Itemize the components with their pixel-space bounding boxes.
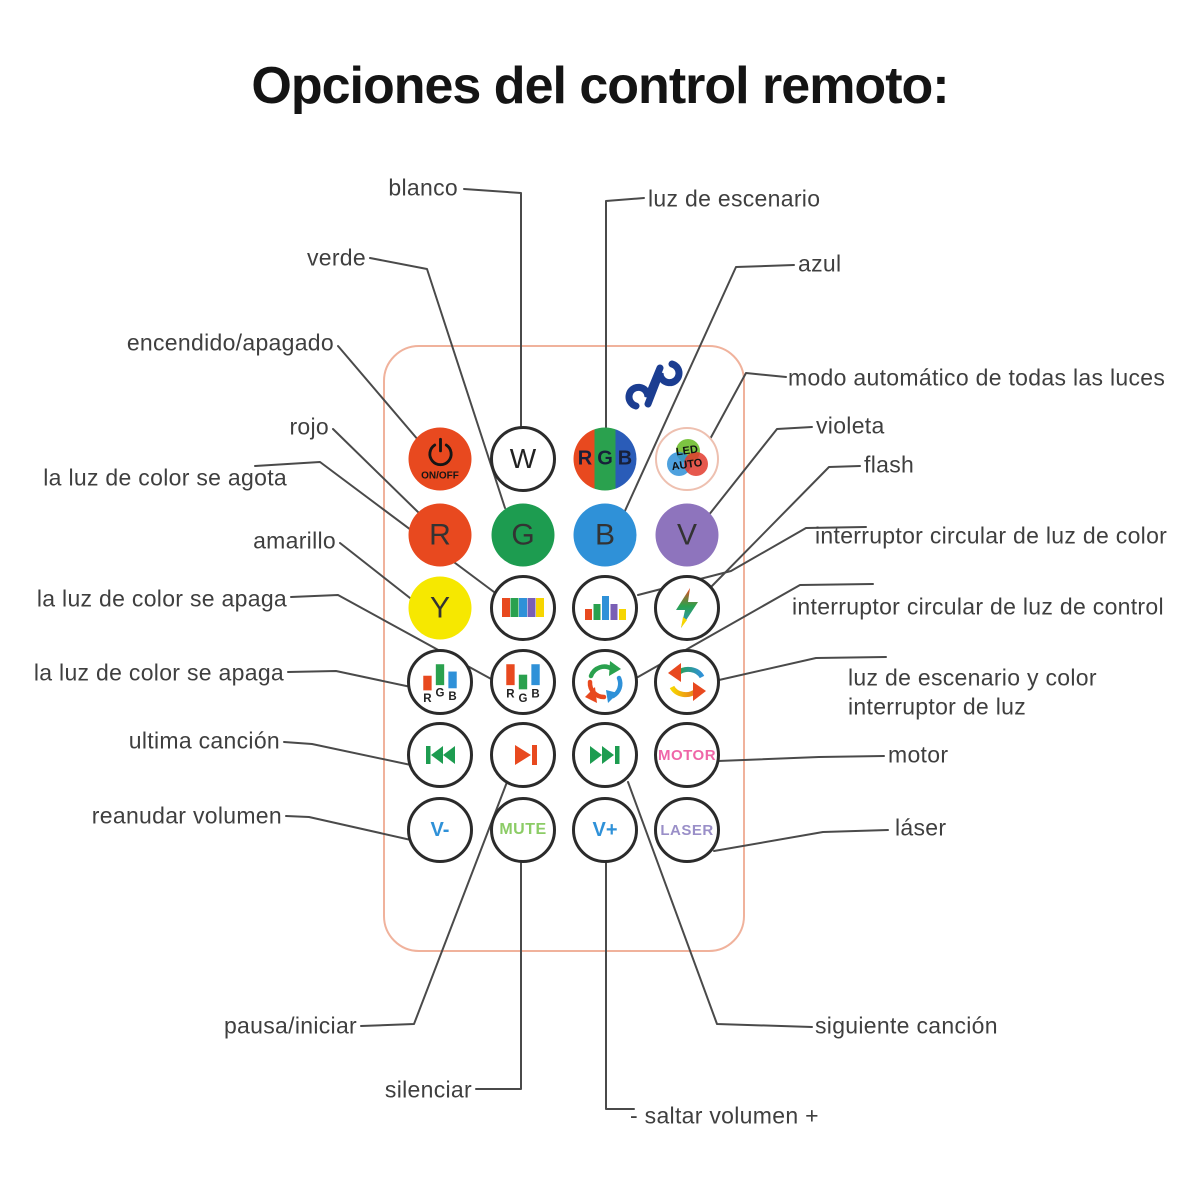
volume-up-label: V+	[592, 818, 618, 841]
next-track-icon	[590, 746, 620, 764]
power-button[interactable]: ON/OFF	[408, 427, 472, 491]
mute-button-label: MUTE	[499, 821, 547, 838]
page-title: Opciones del control remoto:	[251, 57, 949, 115]
white-button-label: W	[509, 443, 537, 474]
rgb-button-label: RGB	[577, 447, 638, 470]
led-auto-button[interactable]: LED AUTO	[655, 427, 719, 491]
power-icon	[427, 437, 453, 466]
blue-button-label: B	[594, 518, 615, 551]
play-pause-icon	[515, 745, 537, 765]
flash-icon	[676, 588, 698, 628]
volume-up-button[interactable]: V+	[572, 797, 638, 863]
motor-button[interactable]: MOTOR	[654, 722, 720, 788]
violet-button-label: V	[676, 518, 697, 551]
led-auto-icon	[667, 439, 708, 476]
callout-luz-escenario-color: luz de escenario y color	[848, 664, 1097, 691]
svg-text:R: R	[506, 689, 515, 701]
yellow-button-label: Y	[429, 591, 450, 624]
callout-flash: flash	[864, 451, 915, 478]
callout-ultima-cancion: ultima canción	[128, 727, 280, 754]
previous-track-icon	[426, 746, 455, 764]
equalizer-bars-icon	[585, 596, 626, 620]
callout-interruptor-luz-control: interruptor circular de luz de control	[792, 593, 1164, 620]
svg-text:B: B	[531, 689, 539, 701]
blue-button[interactable]: B	[573, 503, 637, 567]
callout-laser: láser	[895, 814, 947, 841]
callout-luz-color-agota: la luz de color se agota	[43, 464, 287, 491]
cycle-control-button[interactable]	[654, 649, 720, 715]
mute-button[interactable]: MUTE	[490, 797, 556, 863]
violet-button[interactable]: V	[655, 503, 719, 567]
callout-luz-color-apaga-2: la luz de color se apaga	[33, 659, 284, 686]
power-button-label: ON/OFF	[421, 470, 459, 481]
callout-pausa-iniciar: pausa/iniciar	[223, 1012, 357, 1039]
svg-text:G: G	[436, 688, 445, 700]
callout-verde: verde	[306, 244, 366, 271]
play-pause-button[interactable]	[490, 722, 556, 788]
rgb-bars-2-button[interactable]: R G B	[490, 649, 556, 715]
callout-siguiente-cancion: siguiente canción	[815, 1012, 998, 1039]
svg-text:R: R	[423, 693, 432, 705]
cycle-arrows-icon	[668, 663, 706, 701]
callout-azul: azul	[798, 250, 842, 277]
callout-blanco: blanco	[388, 174, 458, 201]
callout-luz-de-escenario: luz de escenario	[648, 185, 821, 212]
volume-down-label: V-	[430, 818, 450, 841]
callout-silenciar: silenciar	[384, 1076, 472, 1103]
svg-text:B: B	[448, 691, 456, 703]
equalizer-bars-button[interactable]	[572, 575, 638, 641]
previous-track-button[interactable]	[407, 722, 473, 788]
green-button-label: G	[511, 518, 535, 551]
rgb-button[interactable]: RGB	[573, 427, 638, 491]
yellow-button[interactable]: Y	[408, 576, 472, 640]
callout-reanudar-volumen: reanudar volumen	[91, 802, 282, 829]
rgb-bars-icon: R G B	[423, 664, 457, 705]
white-button[interactable]: W	[490, 426, 556, 492]
callout-interruptor-luz-color: interruptor circular de luz de color	[815, 522, 1168, 549]
laser-button[interactable]: LASER	[654, 797, 720, 863]
brand-logo	[625, 360, 683, 410]
next-track-button[interactable]	[572, 722, 638, 788]
cycle-arrows-icon	[585, 661, 623, 703]
green-button[interactable]: G	[491, 503, 555, 567]
flash-button[interactable]	[654, 575, 720, 641]
svg-text:G: G	[519, 693, 528, 705]
callout-motor: motor	[888, 741, 949, 768]
callout-saltar-volumen: - saltar volumen +	[630, 1102, 819, 1129]
callout-modo-automatico: modo automático de todas las luces	[788, 364, 1166, 391]
laser-button-label: LASER	[660, 821, 714, 839]
callout-amarillo: amarillo	[253, 527, 336, 554]
callout-violeta: violeta	[816, 412, 885, 439]
callout-encendido-apagado: encendido/apagado	[126, 329, 334, 356]
callout-interruptor-de-luz: interruptor de luz	[848, 693, 1026, 720]
rgb-bars-1-button[interactable]: R G B	[407, 649, 473, 715]
color-bars-icon	[502, 598, 544, 617]
red-button[interactable]: R	[408, 503, 472, 567]
volume-down-button[interactable]: V-	[407, 797, 473, 863]
callout-rojo: rojo	[289, 413, 329, 440]
red-button-label: R	[429, 518, 451, 551]
cycle-color-button[interactable]	[572, 649, 638, 715]
motor-button-label: MOTOR	[657, 746, 717, 764]
rgb-bars-icon: R G B	[506, 664, 540, 705]
color-bars-button[interactable]	[490, 575, 556, 641]
callout-luz-color-apaga-1: la luz de color se apaga	[36, 585, 287, 612]
